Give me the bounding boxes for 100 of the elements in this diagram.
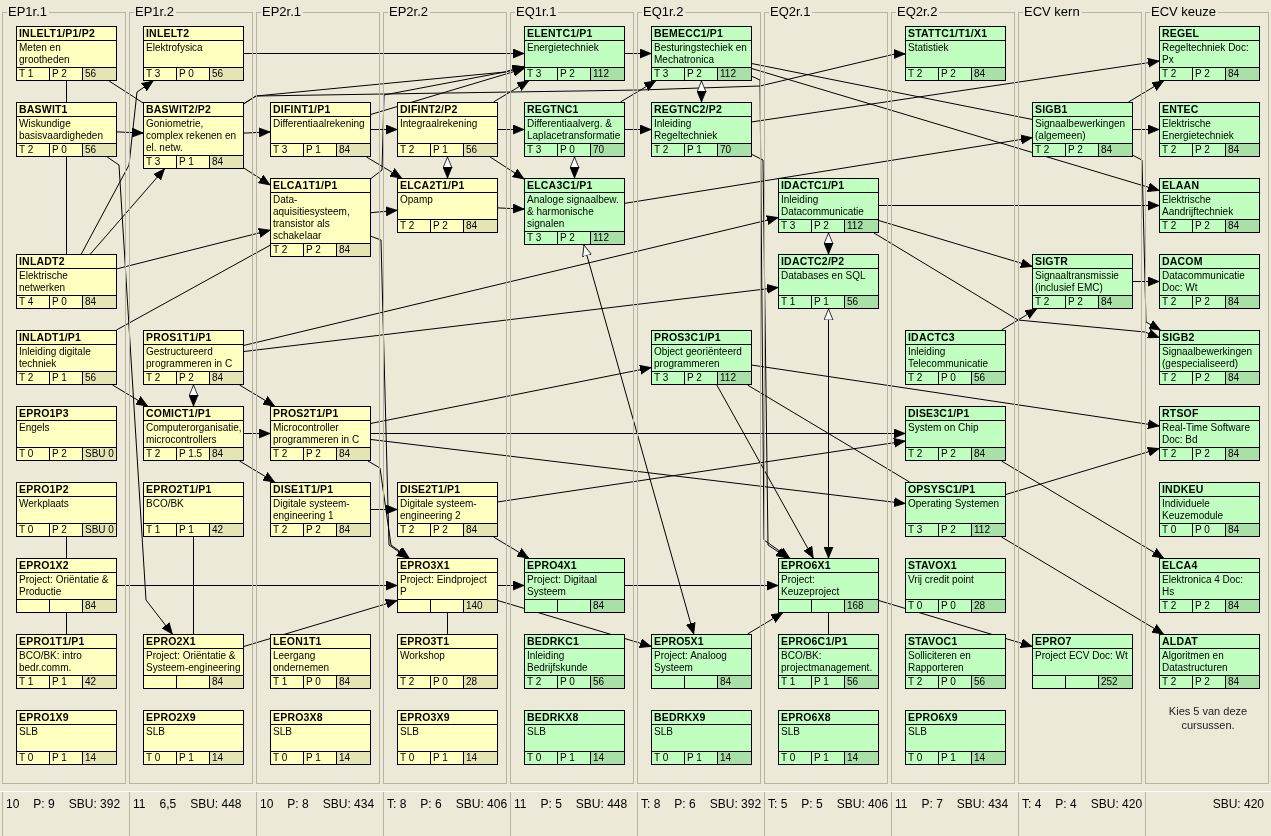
connector-arrow <box>1005 447 1160 495</box>
course-box <box>16 254 117 309</box>
course-code: ALDAT <box>1160 635 1259 649</box>
theory-hours: T 2 <box>272 524 289 536</box>
course-box <box>270 102 371 157</box>
theory-hours: T 2 <box>399 220 416 232</box>
study-load: 84 <box>1225 220 1259 232</box>
study-load: 84 <box>82 296 116 308</box>
connector-arrow <box>370 504 398 515</box>
study-load: 14 <box>971 752 1005 764</box>
connector-arrow <box>751 68 1160 192</box>
course-code: COMICT1/P1 <box>144 407 243 421</box>
course-title: SLB <box>907 725 928 739</box>
course-code: REGTNC1 <box>525 103 624 117</box>
column-header: EP1r.2 <box>134 5 177 19</box>
connector-arrow <box>89 168 165 255</box>
connector-arrow <box>239 384 275 407</box>
course-box <box>143 634 244 689</box>
course-title: Operating Systemen <box>907 497 1001 511</box>
course-code: ELCA4 <box>1160 559 1259 573</box>
study-load: 42 <box>209 524 243 536</box>
column-total: 11 <box>133 797 146 811</box>
course-code: BEMECC1/P1 <box>652 27 751 41</box>
theory-hours: T 4 <box>18 296 35 308</box>
theory-hours: T 2 <box>907 448 924 460</box>
course-title: Elektrofysica <box>145 41 204 55</box>
course-code: PROS3C1/P1 <box>652 331 751 345</box>
theory-hours: T 2 <box>1161 448 1178 460</box>
course-code: SIGB2 <box>1160 331 1259 345</box>
note-text: Kies 5 van deze cursussen. <box>1167 704 1249 732</box>
theory-hours: T 0 <box>18 524 35 536</box>
theory-hours: T 0 <box>907 600 924 612</box>
course-code: ELCA1T1/P1 <box>271 179 370 193</box>
course-title: Datacommunicatie Doc: Wt <box>1161 269 1246 295</box>
connector-arrow <box>624 48 652 59</box>
study-load: 140 <box>463 600 497 612</box>
course-code: DACOM <box>1160 255 1259 269</box>
course-title: Microcontroller programmeren in C <box>272 421 361 447</box>
course-title: SLB <box>18 725 39 739</box>
course-box <box>651 330 752 385</box>
course-code: DIFINT2/P2 <box>398 103 497 117</box>
study-load: 56 <box>590 676 624 688</box>
study-load: 84 <box>336 676 370 688</box>
connector-arrow <box>1001 308 1037 331</box>
connector-arrow <box>624 580 779 591</box>
column-total: 11 <box>514 797 527 811</box>
course-title: SLB <box>145 725 166 739</box>
theory-hours: T 1 <box>780 676 797 688</box>
course-code: STATTC1/T1/X1 <box>906 27 1005 41</box>
column-total: 10 <box>6 797 20 811</box>
course-title: Project: Oriëntatie & Productie <box>18 573 110 599</box>
study-load: 84 <box>336 524 370 536</box>
theory-hours: T 2 <box>1161 296 1178 308</box>
column-total: P: 6 <box>674 797 696 811</box>
theory-hours: T 0 <box>526 752 543 764</box>
theory-hours: T 1 <box>18 68 35 80</box>
theory-hours: T 0 <box>18 752 35 764</box>
study-load: 84 <box>1225 296 1259 308</box>
course-title: Project: Keuzeproject <box>780 573 841 599</box>
course-code: EPRO7 <box>1033 635 1132 649</box>
course-box <box>397 710 498 765</box>
course-title: Solliciteren en Rapporteren <box>907 649 972 675</box>
course-box <box>1159 26 1260 81</box>
study-load: 112 <box>844 220 878 232</box>
course-code: LEON1T1 <box>271 635 370 649</box>
connector-arrow <box>624 134 1033 204</box>
course-box <box>905 558 1006 613</box>
theory-hours: T 2 <box>907 68 924 80</box>
course-title: Workshop <box>399 649 446 663</box>
course-box <box>778 634 879 689</box>
column-header: EQ1r.2 <box>642 5 686 19</box>
theory-hours: T 2 <box>1161 220 1178 232</box>
column-total: SBU: 420 <box>1212 797 1264 811</box>
course-title: Elektronica 4 Doc: Hs <box>1161 573 1245 599</box>
course-box <box>397 102 498 157</box>
course-code: ELCA2T1/P1 <box>398 179 497 193</box>
column-total: T: 8 <box>387 797 407 811</box>
theory-hours: T 3 <box>526 144 543 156</box>
course-code: IDACTC3 <box>906 331 1005 345</box>
course-title: Data-aquisitiesysteem, transistor als schakelaar <box>272 193 351 243</box>
study-load: 14 <box>844 752 878 764</box>
connector-arrow <box>370 428 906 439</box>
connector-arrow <box>878 220 1033 268</box>
study-load: 84 <box>209 156 243 168</box>
course-box <box>397 634 498 689</box>
course-code: ELENTC1/P1 <box>525 27 624 41</box>
study-load: 56 <box>82 68 116 80</box>
course-title: Individuele Keuzemodule <box>1161 497 1225 523</box>
study-load: 84 <box>209 676 243 688</box>
column-total: P: 5 <box>801 797 823 811</box>
connector-arrow <box>823 308 834 559</box>
study-load: SBU 0 <box>82 524 116 536</box>
course-code: DISE3C1/P1 <box>906 407 1005 421</box>
course-code: INLELT2 <box>144 27 243 41</box>
study-load: 14 <box>463 752 497 764</box>
course-box <box>16 482 117 537</box>
theory-hours: T 2 <box>399 676 416 688</box>
course-box <box>1159 102 1260 157</box>
course-box <box>16 634 117 689</box>
connector-arrow <box>747 612 783 635</box>
